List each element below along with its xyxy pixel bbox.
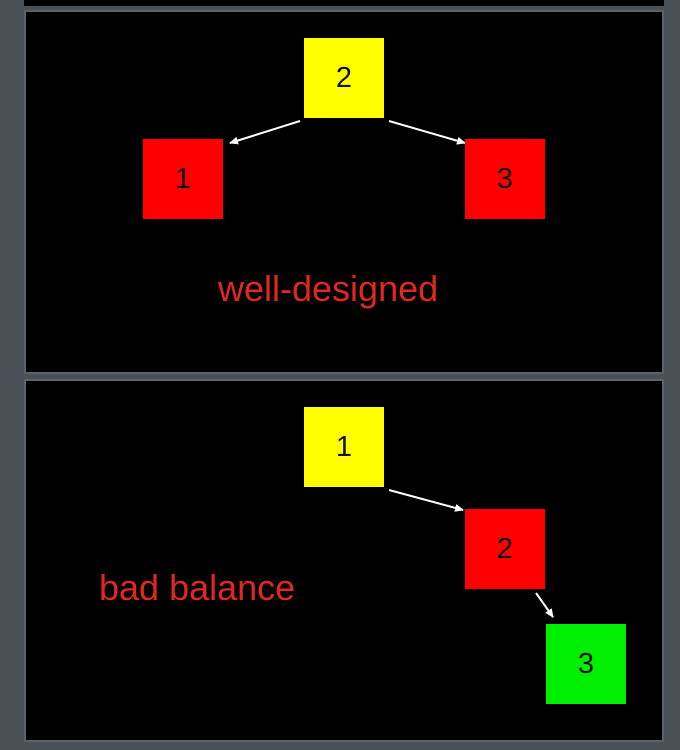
node-right-child: 2 — [465, 509, 545, 589]
node-root: 2 — [304, 38, 384, 118]
node-left-child: 1 — [143, 139, 223, 219]
top-tree-edges — [229, 120, 466, 145]
bottom-tree-edges — [388, 489, 554, 618]
node-label: 2 — [335, 61, 353, 94]
node-right-grandchild: 3 — [546, 624, 626, 704]
node-root: 1 — [304, 407, 384, 487]
node-label: 3 — [577, 647, 595, 680]
bad-balance-tree-panel: 1 2 3 bad balance — [24, 379, 664, 742]
diagram-caption: well-designed — [218, 268, 439, 309]
node-right-child: 3 — [465, 139, 545, 219]
edge-2-to-1 — [229, 120, 301, 145]
node-label: 1 — [174, 162, 192, 195]
node-label: 1 — [335, 430, 353, 463]
edge-2-to-3 — [388, 120, 466, 145]
edge-2-to-3 — [535, 592, 554, 618]
diagram-caption: bad balance — [99, 567, 296, 608]
top-edge-strip — [24, 0, 664, 6]
node-label: 2 — [496, 532, 514, 565]
well-designed-tree-panel: 2 1 3 well-designed — [24, 10, 664, 374]
node-label: 3 — [496, 162, 514, 195]
edge-1-to-2 — [388, 489, 464, 512]
